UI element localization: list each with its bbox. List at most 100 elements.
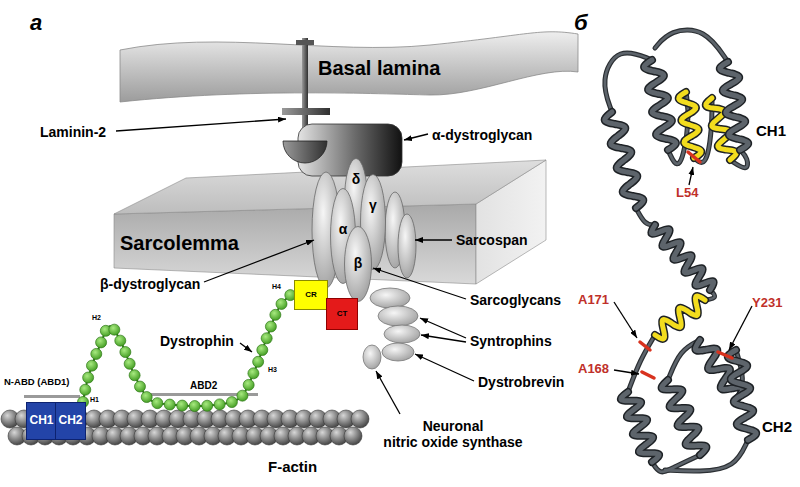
residue-stick [688, 152, 700, 162]
domain-label: CH2 [762, 418, 792, 435]
syntrophin-shape [370, 288, 410, 308]
leader-arrow [376, 371, 400, 414]
dystrophin-repeat [83, 372, 94, 383]
dystrophin-repeat [152, 398, 163, 409]
node-text: Basal lamina [318, 57, 440, 79]
leader-arrow [404, 134, 428, 140]
protein-helix [621, 392, 659, 462]
leader-arrow [421, 335, 466, 342]
ct-domain-box: CT [326, 298, 358, 330]
part-label: Dystrobrevin [478, 374, 564, 390]
part-label: Sarcospan [456, 232, 528, 248]
node-text: CH1 [29, 414, 53, 427]
protein-helix [720, 62, 748, 150]
part-label: Neuronal nitric oxide synthase [368, 418, 538, 450]
syntrophin-shape [384, 325, 420, 343]
basal-lamina-sheet [120, 32, 578, 102]
dystrophin-repeat [270, 309, 281, 320]
node-text: CT [337, 310, 348, 319]
residue-label: L54 [676, 186, 698, 201]
node-text: CH2 [58, 414, 82, 427]
dystrobrevin-shape [382, 343, 414, 361]
node-text: α [339, 222, 348, 237]
protein-helix [655, 296, 705, 339]
dystrophin-repeat [214, 399, 225, 410]
dystrophin-repeat [134, 381, 145, 392]
part-label: Syntrophins [470, 333, 552, 349]
dystrophin-repeat [257, 344, 268, 355]
protein-loop [655, 30, 728, 62]
panel-letter: б [574, 10, 588, 35]
actin-monomer [351, 410, 369, 428]
node-text: δ [352, 172, 361, 187]
dystrophin-repeat [124, 358, 135, 369]
protein-helix [662, 380, 707, 455]
syntrophin-shape [378, 306, 418, 326]
hinge-label: H2 [92, 314, 101, 322]
dystrophin-repeat [261, 333, 272, 344]
part-label: Dystrophin [160, 333, 234, 349]
protein-ellipse [345, 227, 372, 302]
part-label: Laminin-2 [40, 124, 106, 140]
leader-arrow [420, 318, 466, 338]
residue-stick [642, 372, 654, 378]
protein-helix [651, 225, 713, 290]
leader-arrow [614, 370, 639, 374]
nnos-shape [363, 345, 381, 369]
dystrophin-repeat [129, 370, 140, 381]
node-text: Sarcolemma [120, 232, 239, 254]
part-label: α-dystroglycan [432, 127, 532, 143]
residue-stick [718, 352, 732, 358]
dystrophin-repeat [91, 348, 102, 359]
abd1-bar [24, 395, 80, 398]
domain-box [327, 299, 358, 330]
domain-box [295, 281, 328, 310]
ch-domain-box: CH1 [26, 402, 57, 440]
protein-helix [605, 112, 644, 208]
basal-lamina-band: Basal lamina [118, 26, 580, 106]
domain-box [27, 403, 57, 440]
node-text: CR [305, 291, 317, 300]
protein-helix [679, 92, 702, 158]
membrane-front-face [114, 204, 476, 284]
dystrophin-repeat [237, 390, 248, 401]
dystrophin-repeat [265, 321, 276, 332]
part-label: β-dystroglycan [100, 276, 200, 292]
leader-arrow [614, 302, 637, 338]
dystrophin-repeat [115, 335, 126, 346]
cr-domain-box: CR [294, 280, 328, 310]
residue-stick [640, 342, 650, 350]
leader-arrow [204, 240, 314, 282]
residue-label: Y231 [752, 296, 782, 311]
protein-loop [655, 30, 728, 62]
protein-loop [628, 335, 655, 392]
hinge-label: H3 [268, 366, 277, 374]
dystrophin-repeat [177, 400, 188, 411]
dystrophin-repeat [226, 397, 237, 408]
dystrophin-repeat [120, 347, 131, 358]
residue-label: A168 [578, 362, 609, 377]
residue-label: A171 [578, 293, 609, 308]
hinge-label: H1 [90, 396, 99, 404]
dystrophin-repeat [189, 401, 200, 412]
laminin-arm [296, 40, 314, 45]
node-text: β [354, 256, 363, 271]
dystrophin-repeat [276, 298, 287, 309]
protein-loop [628, 335, 655, 392]
leader-arrow [689, 167, 693, 185]
protein-helix [662, 380, 707, 455]
dystrophin-repeat [80, 384, 91, 395]
protein-helix [651, 225, 713, 290]
protein-helix [605, 112, 644, 208]
actin-monomer [344, 427, 362, 445]
sarcoglycan-ellipse: β [344, 226, 372, 302]
part-label: Sarcoglycans [470, 292, 561, 308]
part-label: F-actin [268, 458, 317, 475]
leader-arrow [240, 343, 252, 352]
domain-label: ABD2 [190, 380, 217, 392]
protein-helix [679, 92, 702, 158]
dystrophin-chain [83, 292, 294, 406]
dystrophin-repeat [86, 360, 97, 371]
laminin-globular-domain [283, 141, 327, 163]
sarcospan-shape [398, 214, 416, 278]
